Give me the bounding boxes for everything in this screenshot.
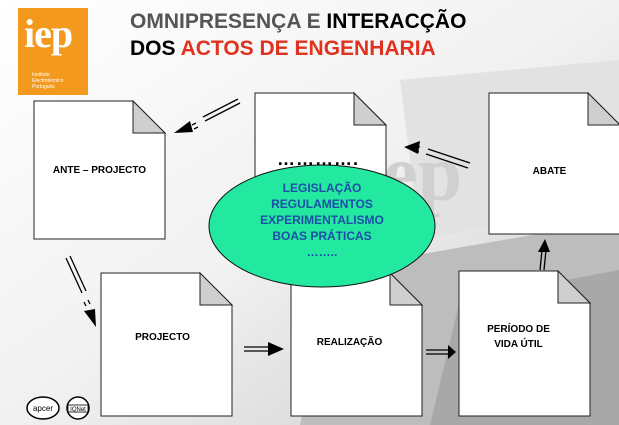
title-line-1-emphasis: INTERACÇÃO	[326, 10, 467, 33]
card-realizacao: REALIZAÇÃO	[290, 272, 423, 417]
iqnet-logo: IQNet	[66, 396, 90, 420]
card-abate-label: ABATE	[532, 166, 567, 177]
card-abate: ABATE	[488, 92, 619, 235]
slide-title: OMNIPRESENÇA E INTERACÇÃO DOS ACTOS DE E…	[130, 8, 610, 62]
iep-logo: iep Instituto Electrotécnico Português	[18, 8, 88, 95]
ellipse-line-1: LEGISLAÇÃO	[282, 181, 362, 195]
card-realizacao-label: REALIZAÇÃO	[316, 337, 383, 348]
title-line-2: DOS ACTOS DE ENGENHARIA	[130, 35, 610, 62]
apcer-logo-text: apcer	[33, 404, 53, 413]
ellipse-line-3: EXPERIMENTALISMO	[260, 213, 384, 227]
card-periodo-label-line-2: VIDA ÚTIL	[494, 339, 543, 350]
title-line-1-prefix: OMNIPRESENÇA E	[130, 10, 327, 33]
iqnet-logo-text: IQNet	[70, 407, 86, 413]
ellipse-line-2: REGULAMENTOS	[271, 197, 373, 211]
card-ante-projecto-label: ANTE – PROJECTO	[52, 165, 147, 176]
card-projecto: PROJECTO	[100, 272, 233, 417]
card-blank	[254, 92, 387, 180]
apcer-logo: apcer	[26, 396, 60, 420]
central-ellipse: LEGISLAÇÃO REGULAMENTOS EXPERIMENTALISMO…	[207, 163, 437, 290]
logo-text: iep	[24, 11, 73, 56]
blank-dots: ………….	[277, 149, 360, 169]
card-periodo-label-line-1: PERÍODO DE	[487, 324, 550, 335]
ellipse-line-4: BOAS PRÁTICAS	[272, 229, 372, 243]
card-ante-projecto: ANTE – PROJECTO	[33, 100, 166, 240]
card-periodo-vida-util: PERÍODO DE VIDA ÚTIL	[458, 270, 591, 417]
ellipse-line-5: ……..	[306, 245, 338, 259]
card-projecto-label: PROJECTO	[135, 332, 190, 343]
logo-caption: Instituto Electrotécnico Português	[32, 72, 64, 90]
title-line-2-emphasis: ACTOS DE ENGENHARIA	[180, 37, 436, 60]
title-line-1: OMNIPRESENÇA E INTERACÇÃO	[130, 8, 610, 35]
title-line-2-prefix: DOS	[130, 37, 181, 60]
certification-logos: apcer IQNet	[26, 396, 90, 420]
